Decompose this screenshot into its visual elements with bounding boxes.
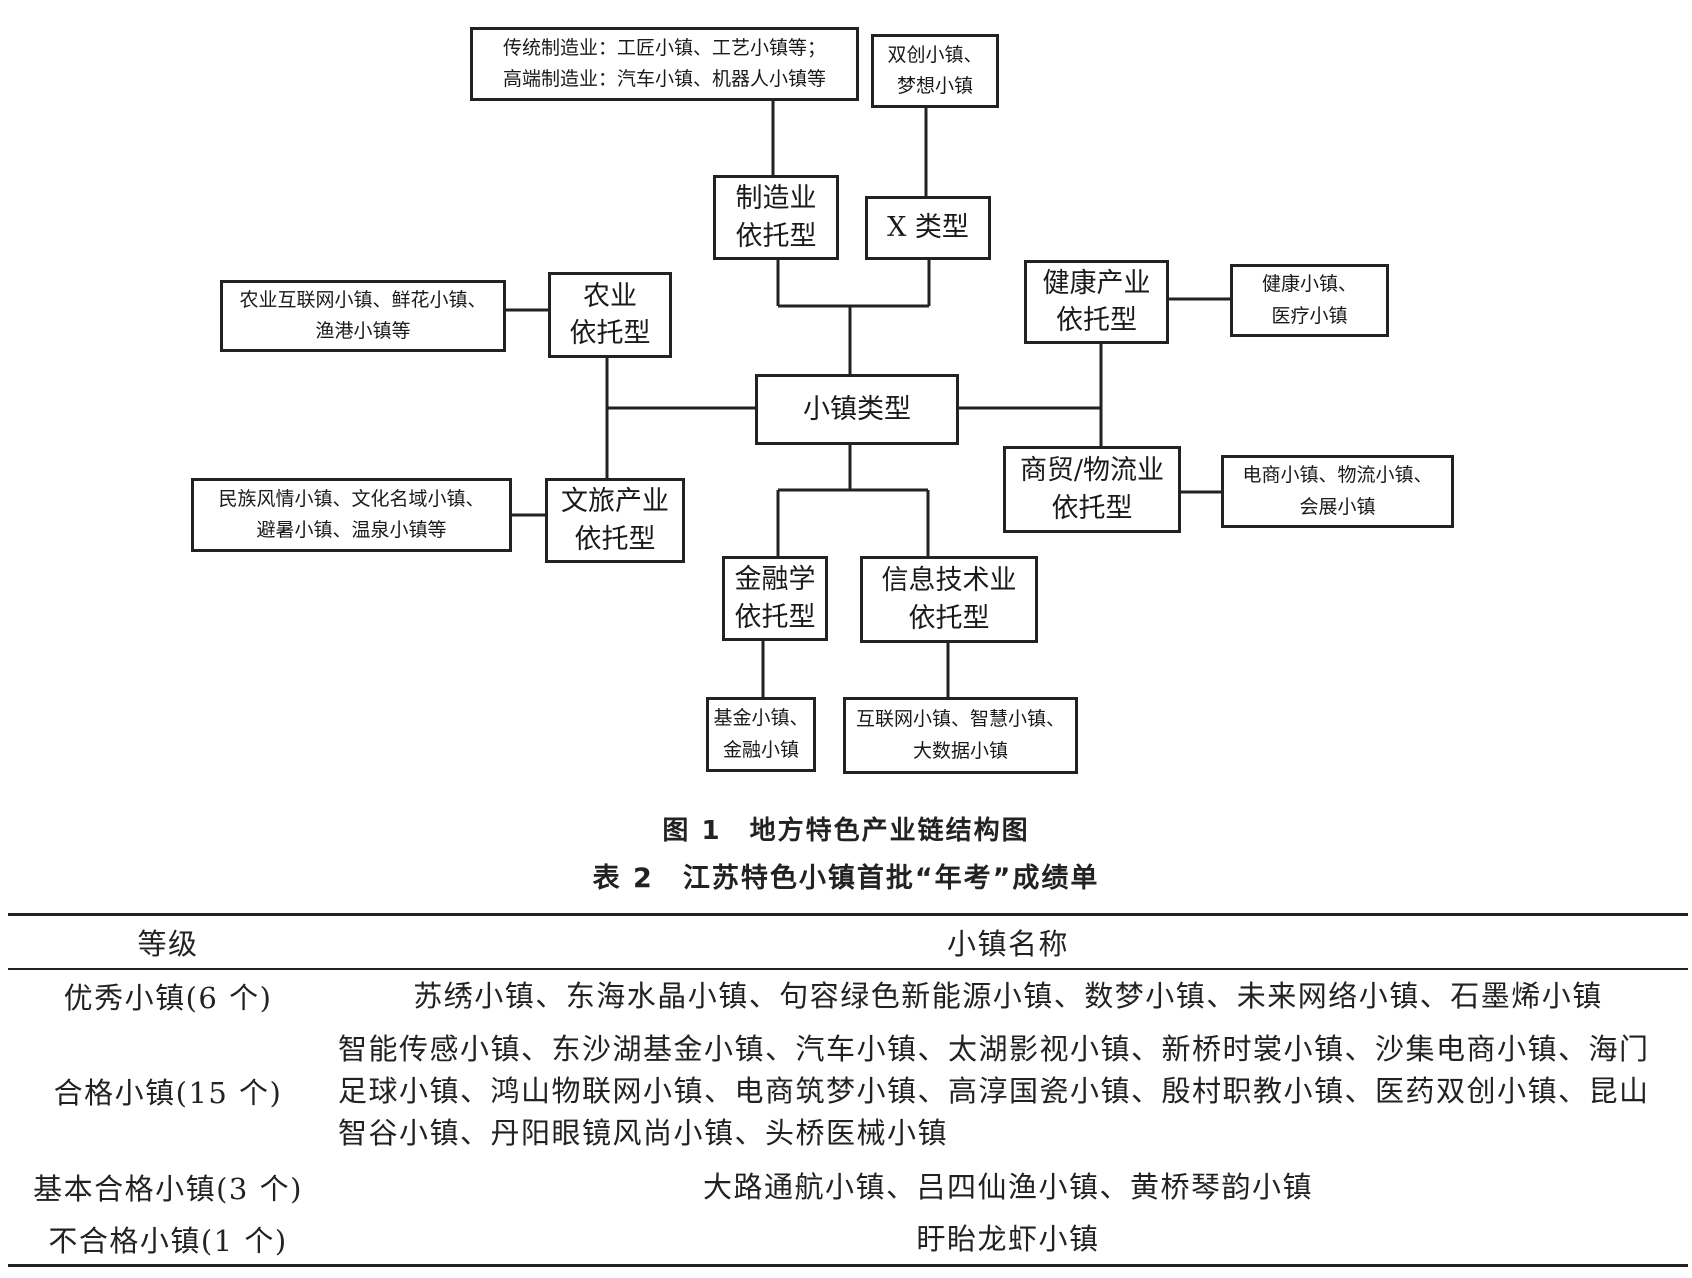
tourism-detail: 民族风情小镇、文化名域小镇、 避暑小镇、温泉小镇等: [191, 478, 512, 552]
health-node: 健康产业 依托型: [1024, 260, 1169, 344]
row-grade: 基本合格小镇(3 个): [33, 1172, 303, 1206]
health-detail: 健康小镇、 医疗小镇: [1230, 264, 1389, 337]
row-towns: 盱眙龙虾小镇: [916, 1222, 1100, 1256]
row-grade: 不合格小镇(1 个): [48, 1224, 288, 1258]
commerce-node: 商贸/物流业 依托型: [1003, 446, 1181, 533]
table-row: 优秀小镇(6 个) 苏绣小镇、东海水晶小镇、句容绿色新能源小镇、数梦小镇、未来网…: [8, 969, 1688, 1022]
x-type-node: X 类型: [865, 196, 991, 260]
row-towns: 大路通航小镇、吕四仙渔小镇、黄桥琴韵小镇: [702, 1170, 1313, 1204]
finance-detail: 基金小镇、 金融小镇: [706, 697, 816, 772]
connector-lines: [506, 101, 1230, 697]
header-town-names: 小镇名称: [946, 927, 1069, 961]
table-caption: 表 2 江苏特色小镇首批“年考”成绩单: [592, 863, 1100, 894]
table-header-row: 等级 小镇名称: [8, 914, 1688, 969]
figure-caption: 图 1 地方特色产业链结构图: [662, 816, 1030, 844]
row-towns: 苏绣小镇、东海水晶小镇、句容绿色新能源小镇、数梦小镇、未来网络小镇、石墨烯小镇: [413, 979, 1603, 1013]
table-row: 不合格小镇(1 个) 盱眙龙虾小镇: [8, 1214, 1688, 1266]
results-table: 等级 小镇名称 优秀小镇(6 个) 苏绣小镇、东海水晶小镇、句容绿色新能源小镇、…: [8, 913, 1688, 1267]
tourism-node: 文旅产业 依托型: [545, 478, 685, 563]
header-grade: 等级: [137, 927, 199, 961]
row-grade: 合格小镇(15 个): [53, 1076, 283, 1110]
finance-node: 金融学 依托型: [722, 556, 828, 641]
it-node: 信息技术业 依托型: [860, 556, 1038, 643]
x-type-detail: 双创小镇、 梦想小镇: [871, 34, 999, 108]
agriculture-node: 农业 依托型: [548, 272, 672, 358]
table-row: 基本合格小镇(3 个) 大路通航小镇、吕四仙渔小镇、黄桥琴韵小镇: [8, 1160, 1688, 1214]
center-node: 小镇类型: [755, 374, 959, 445]
row-towns: 智能传感小镇、东沙湖基金小镇、汽车小镇、太湖影视小镇、新桥时裳小镇、沙集电商小镇…: [338, 1032, 1650, 1150]
agriculture-detail: 农业互联网小镇、鲜花小镇、 渔港小镇等: [220, 280, 506, 352]
it-detail: 互联网小镇、智慧小镇、 大数据小镇: [843, 697, 1078, 774]
manufacturing-detail: 传统制造业：工匠小镇、工艺小镇等； 高端制造业：汽车小镇、机器人小镇等: [470, 27, 859, 101]
table-row: 合格小镇(15 个) 智能传感小镇、东沙湖基金小镇、汽车小镇、太湖影视小镇、新桥…: [8, 1022, 1688, 1160]
row-grade: 优秀小镇(6 个): [63, 981, 273, 1015]
commerce-detail: 电商小镇、物流小镇、 会展小镇: [1221, 455, 1454, 528]
industry-chain-diagram: 小镇类型 传统制造业：工匠小镇、工艺小镇等； 高端制造业：汽车小镇、机器人小镇等…: [191, 27, 1454, 774]
manufacturing-node: 制造业 依托型: [713, 175, 839, 260]
